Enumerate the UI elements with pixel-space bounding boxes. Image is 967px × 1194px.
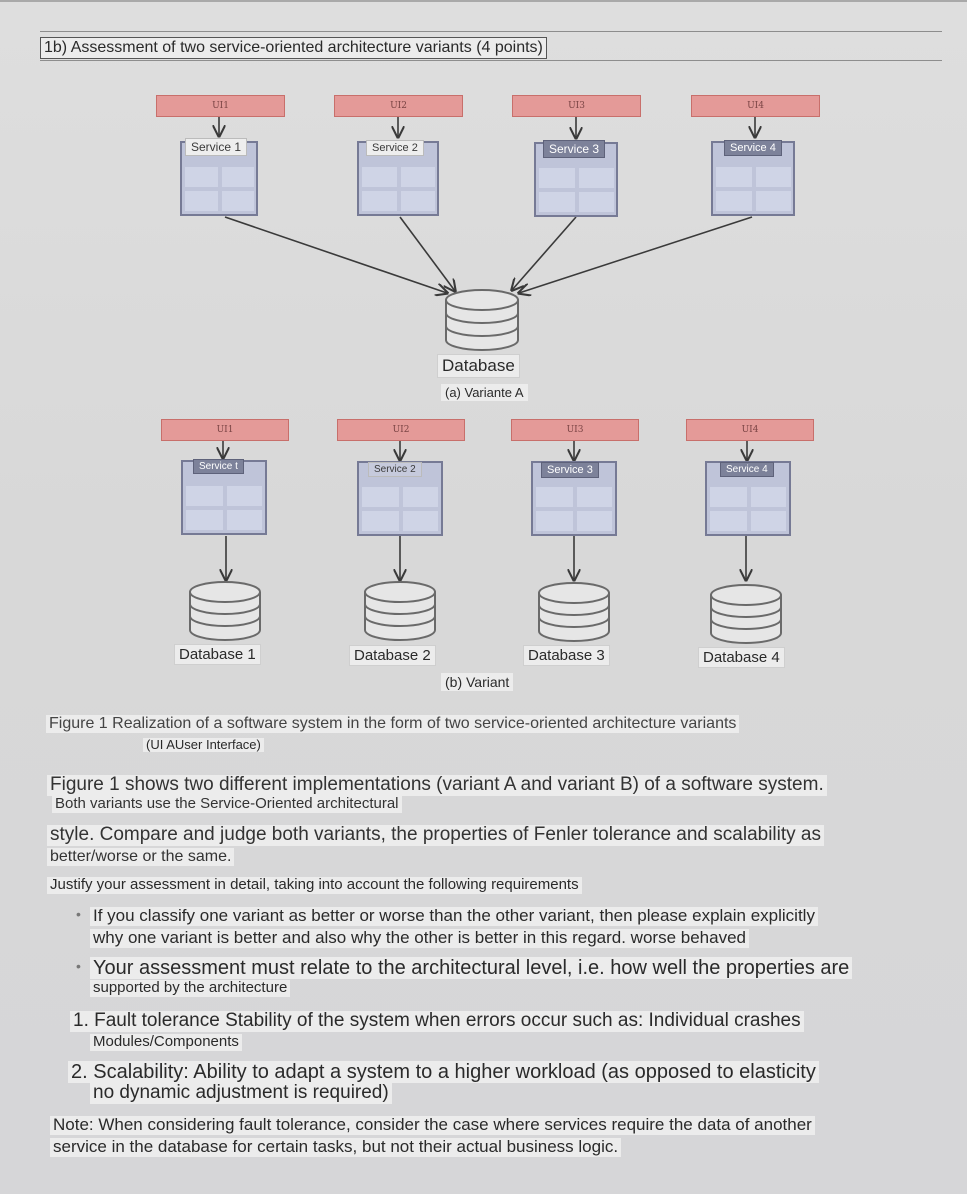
note-line2: service in the database for certain task… bbox=[50, 1137, 622, 1157]
ui-box-b4: UI4 bbox=[686, 419, 814, 441]
paragraph1-line2: Both variants use the Service-Oriented a… bbox=[52, 795, 402, 813]
caption-variant-a: (a) Variante A bbox=[441, 384, 528, 401]
section-title: 1b) Assessment of two service-oriented a… bbox=[40, 37, 547, 59]
note-line1: Note: When considering fault tolerance, … bbox=[50, 1115, 815, 1135]
service-label-b4: Service 4 bbox=[720, 462, 774, 477]
database-label-a: Database bbox=[437, 354, 520, 378]
figure-caption-sub: (UI AUser Interface) bbox=[143, 737, 264, 753]
ui-box-b3: UI3 bbox=[511, 419, 639, 441]
ui-box-a1: UI1 bbox=[156, 95, 285, 117]
bullet-icon: • bbox=[76, 958, 81, 974]
bullet2-line1: Your assessment must relate to the archi… bbox=[90, 957, 853, 979]
title-rule-top bbox=[40, 31, 942, 32]
diagram-connectors bbox=[189, 117, 782, 644]
paragraph2-line2: better/worse or the same. bbox=[47, 848, 235, 866]
service-label-b3: Service 3 bbox=[541, 462, 599, 478]
ui-box-b2: UI2 bbox=[337, 419, 465, 441]
service-label-a1: Service 1 bbox=[185, 138, 248, 156]
database-label-b2: Database 2 bbox=[349, 645, 436, 666]
database-label-b1: Database 1 bbox=[174, 644, 261, 665]
figure-caption: Figure 1 Realization of a software syste… bbox=[46, 715, 740, 733]
numbered2-line2: no dynamic adjustment is required) bbox=[90, 1082, 392, 1104]
paragraph2-line1: style. Compare and judge both variants, … bbox=[47, 824, 824, 846]
database-label-b4: Database 4 bbox=[698, 647, 785, 668]
database-icon bbox=[538, 582, 610, 642]
numbered2-line1: 2. Scalability: Ability to adapt a syste… bbox=[68, 1061, 819, 1083]
paragraph1-line1: Figure 1 shows two different implementat… bbox=[47, 774, 827, 796]
bullet2-line2: supported by the architecture bbox=[90, 979, 291, 997]
service-label-b1: Service t bbox=[193, 459, 244, 474]
bullet-icon: • bbox=[76, 906, 81, 922]
database-icon bbox=[189, 581, 261, 641]
bullet1-line1: If you classify one variant as better or… bbox=[90, 906, 818, 926]
numbered1-line1: 1. Fault tolerance Stability of the syst… bbox=[70, 1010, 804, 1032]
service-label-a3: Service 3 bbox=[543, 140, 606, 158]
service-box-b4 bbox=[705, 461, 791, 536]
database-icon bbox=[364, 581, 436, 641]
database-icon bbox=[710, 584, 782, 644]
top-border bbox=[0, 0, 967, 2]
bullet1-line2: why one variant is better and also why t… bbox=[90, 928, 749, 948]
justify-text: Justify your assessment in detail, takin… bbox=[47, 876, 582, 894]
service-label-a2: Service 2 bbox=[366, 140, 424, 156]
ui-box-b1: UI1 bbox=[161, 419, 289, 441]
database-label-b3: Database 3 bbox=[523, 645, 610, 666]
numbered1-line2: Modules/Components bbox=[90, 1033, 242, 1051]
title-rule-bottom bbox=[40, 60, 942, 61]
ui-box-a4: UI4 bbox=[691, 95, 820, 117]
ui-box-a3: UI3 bbox=[512, 95, 641, 117]
service-label-a4: Service 4 bbox=[724, 140, 782, 156]
service-label-b2: Service 2 bbox=[368, 462, 422, 477]
database-icon bbox=[445, 289, 519, 351]
caption-variant-b: (b) Variant bbox=[441, 673, 514, 691]
ui-box-a2: UI2 bbox=[334, 95, 463, 117]
